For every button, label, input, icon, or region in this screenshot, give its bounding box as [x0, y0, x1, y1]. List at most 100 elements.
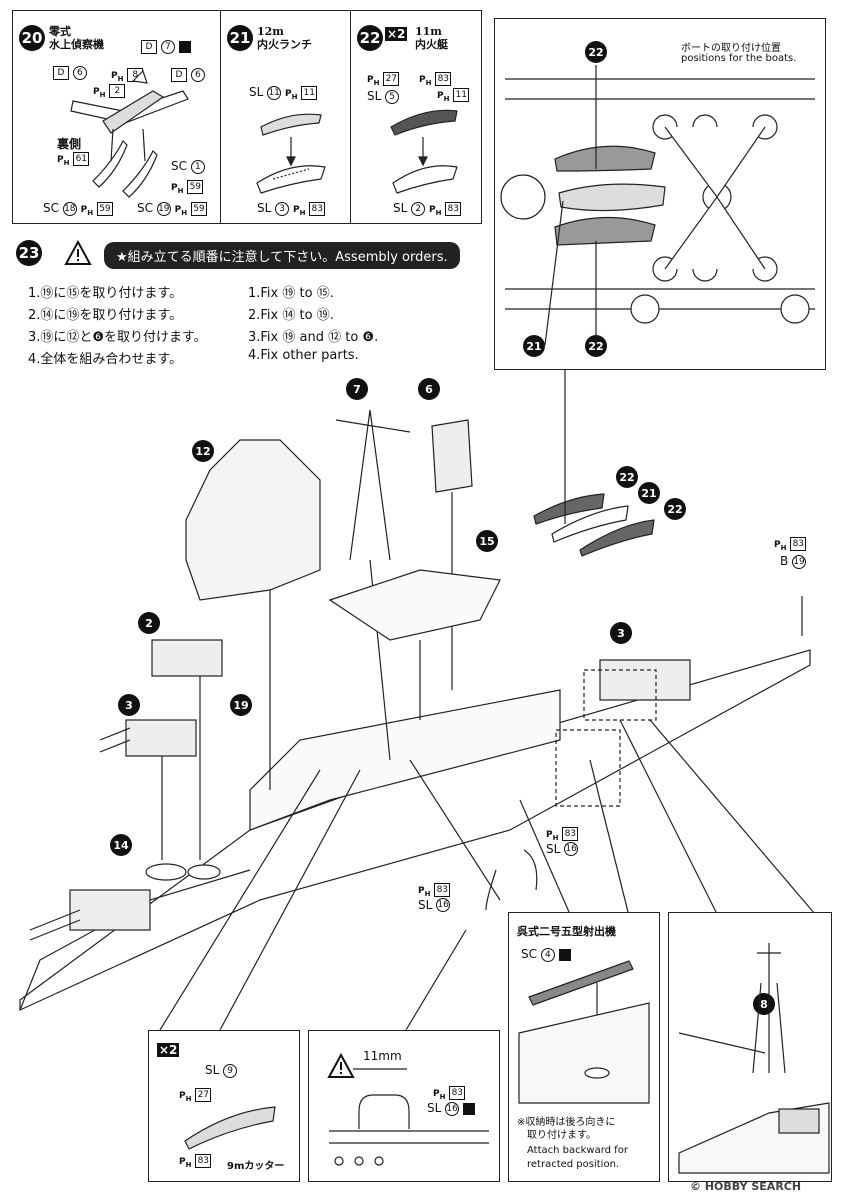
- deck-plan-drawing: [500, 65, 815, 346]
- sl-16: 16: [445, 1101, 460, 1116]
- ph-83: 83: [449, 1085, 466, 1100]
- sl-5: 5: [385, 89, 400, 104]
- callout-14: 14: [110, 834, 132, 856]
- en-order-4: 4.Fix other parts.: [248, 348, 359, 363]
- ph-83: 83: [435, 71, 452, 86]
- callout-22-a: 22: [616, 466, 638, 488]
- part-sl9: SL 9: [205, 1063, 238, 1078]
- ph-label: PH: [418, 886, 431, 898]
- step-22-panel: 22 ×2 11m 内火艇 PH 27 PH 83 SL 5 PH 11 SL …: [350, 10, 482, 224]
- part-sl11: SL 11 PH 11: [249, 85, 318, 101]
- ph-83: 83: [445, 201, 462, 216]
- title-line-1: 零式: [49, 25, 71, 38]
- ph-83: 83: [309, 201, 326, 216]
- catapult-drawing: [518, 960, 650, 1104]
- warning-triangle-icon: [327, 1053, 355, 1078]
- part-d7: D 7: [141, 39, 191, 54]
- part-ph83a: PH 83: [419, 71, 452, 87]
- callout-7: 7: [346, 378, 368, 400]
- catapult-title: 呉式二号五型射出機: [517, 925, 616, 938]
- step-20-panel: 20 零式 水上偵察機 D 7 D 6 PH 8 PH 2 D 6 裏側 PH …: [12, 10, 222, 224]
- sl-3: 3: [275, 201, 290, 216]
- step-title: 11m 内火艇: [415, 25, 448, 51]
- part-6: 6: [72, 65, 87, 80]
- sl-11: 11: [267, 85, 282, 100]
- callout-19: 19: [230, 694, 252, 716]
- callout-2: 2: [138, 612, 160, 634]
- part-ph2: PH 2: [93, 83, 126, 99]
- part-d6a: D 6: [53, 65, 87, 80]
- flip-icon: [558, 948, 571, 961]
- step-title: 零式 水上偵察機: [49, 25, 104, 51]
- ph-11: 11: [453, 87, 470, 102]
- part-sc4: SC 4: [521, 947, 571, 962]
- sc-19: 19: [156, 201, 171, 216]
- b-label: B: [780, 554, 789, 568]
- ph-label: PH: [428, 205, 442, 217]
- ph-27: 27: [383, 71, 400, 86]
- catapult-panel: 呉式二号五型射出機 SC 4 ※収納時は後ろ向きに 取り付けます。 Attach…: [508, 912, 660, 1182]
- flip-icon: [462, 1102, 475, 1115]
- ph-label: PH: [419, 75, 432, 87]
- step-number: 20: [19, 25, 45, 51]
- ph-label: PH: [284, 89, 298, 101]
- ph-label: PH: [292, 205, 306, 217]
- title-line-2: 内火艇: [415, 38, 448, 51]
- sl-16: 16: [436, 898, 451, 913]
- part-ph83-right: PH 83: [774, 536, 807, 552]
- part-ph27: PH 27: [367, 71, 400, 87]
- part-ph61: PH 61: [57, 151, 90, 167]
- part-6: 6: [190, 67, 205, 82]
- part-7: 7: [160, 39, 175, 54]
- cutter-panel: ×2 SL 9 PH 27 PH 83 9mカッター: [148, 1030, 300, 1182]
- part-sl2: SL 2 PH 83: [393, 201, 462, 217]
- sl-2: 2: [411, 201, 426, 216]
- en-order-2: 2.Fix ⑭ to ⑲.: [248, 308, 334, 323]
- ph-2: 2: [109, 83, 126, 98]
- ph-59: 59: [96, 201, 113, 216]
- callout-3-left: 3: [118, 694, 140, 716]
- d-label: D: [171, 67, 187, 82]
- multiplier-badge: ×2: [157, 1043, 180, 1057]
- title-line-2: 水上偵察機: [49, 38, 104, 51]
- multiplier-badge: ×2: [385, 27, 408, 41]
- cutter-drawing: [184, 1106, 276, 1150]
- rail-panel: 11mm PH 83 SL 16: [308, 1030, 500, 1182]
- jp-order-4: 4.全体を組み合わせます。: [28, 352, 183, 367]
- title-line-1: 12m: [257, 25, 284, 38]
- catapult-note-jp-2: 取り付けます。: [527, 1130, 596, 1141]
- callout-22-bottom: 22: [585, 335, 607, 357]
- ph-83: 83: [562, 826, 579, 841]
- ph-27: 27: [195, 1087, 212, 1102]
- callout-12: 12: [192, 440, 214, 462]
- ph-83: 83: [790, 536, 807, 551]
- boat-positions-en: positions for the boats.: [681, 53, 797, 64]
- d-label: D: [53, 65, 69, 80]
- underside-text: 裏側: [57, 137, 82, 151]
- launch-drawing: [256, 113, 326, 194]
- ph-label: PH: [179, 1157, 192, 1169]
- sc-4: 4: [540, 947, 555, 962]
- part-ph27: PH 27: [179, 1087, 212, 1103]
- part-ph11: PH 11: [437, 87, 470, 103]
- ph-61: 61: [73, 151, 90, 166]
- part-sc18: SC 18 PH 59: [43, 201, 113, 217]
- catapult-note-en-1: Attach backward for: [527, 1145, 628, 1156]
- ph-label: PH: [174, 205, 188, 217]
- flip-icon: [178, 40, 191, 53]
- sc-18: 18: [62, 201, 77, 216]
- step-23-number: 23: [16, 240, 42, 266]
- jp-order-2: 2.⑭に⑲を取り付けます。: [28, 308, 183, 323]
- title-line-2: 内火ランチ: [257, 38, 312, 51]
- callout-21: 21: [523, 335, 545, 357]
- part-sc1: SC 1: [171, 159, 205, 174]
- mast-drawing: [678, 943, 830, 1174]
- ph-59: 59: [187, 179, 204, 194]
- underside-label: 裏側: [57, 135, 81, 152]
- step-number: 22: [357, 25, 383, 51]
- copyright-symbol: ©: [690, 1180, 701, 1193]
- boat-positions-panel: ボートの取り付け位置 positions for the boats. 22 2…: [494, 18, 826, 370]
- part-ph83: PH 83: [433, 1085, 466, 1101]
- part-sl16-a: PH 83 SL 16: [546, 826, 579, 857]
- callout-22-top: 22: [585, 41, 607, 63]
